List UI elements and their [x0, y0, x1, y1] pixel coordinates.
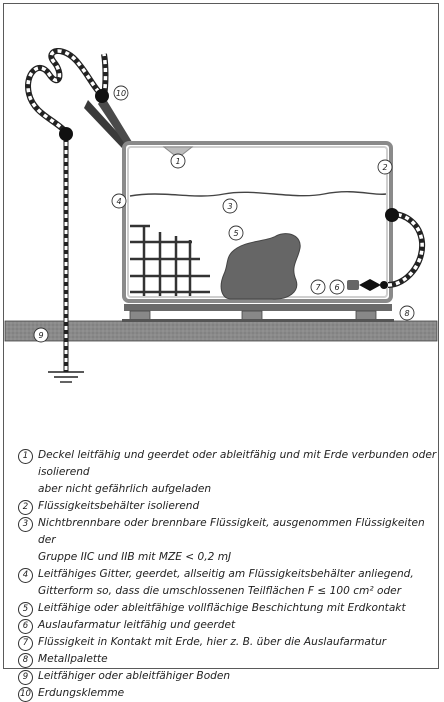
legend-item: 6 Auslaufarmatur leitfähig und geerdet: [18, 617, 438, 634]
callout-7: 7: [310, 279, 326, 295]
outlet-ground-cable: [387, 211, 426, 288]
callout-4: 4: [111, 193, 127, 209]
callout-label: 9: [38, 331, 43, 340]
legend-item: 9 Leitfähiger oder ableitfähiger Boden: [18, 668, 438, 685]
legend-line: Flüssigkeit in Kontakt mit Erde, hier z.…: [38, 636, 387, 648]
container-lid: [162, 146, 194, 159]
legend-number: 10: [18, 687, 33, 702]
conductive-floor: [4, 320, 438, 342]
legend-text: Auslaufarmatur leitfähig und geerdet: [38, 617, 438, 634]
callout-2: 2: [377, 159, 393, 175]
legend-number: 2: [18, 500, 33, 515]
outlet-fitting-icon: [347, 279, 388, 291]
legend-line: Gruppe IIC und IIB mit MZE < 0,2 mJ: [38, 551, 232, 563]
callout-label: 6: [334, 283, 339, 292]
legend-line: Metallpalette: [38, 653, 108, 665]
legend-number: 3: [18, 517, 33, 532]
legend-number: 1: [18, 449, 33, 464]
legend-line: Auslaufarmatur leitfähig und geerdet: [38, 619, 236, 631]
legend-line: Leitfähiges Gitter, geerdet, allseitig a…: [38, 568, 414, 580]
grounding-diagram: 1 2 3 4 5 6 7 8 9 10: [4, 48, 438, 383]
callout-1: 1: [170, 153, 186, 169]
callout-label: 3: [227, 202, 232, 211]
callout-label: 7: [315, 283, 321, 292]
callout-group: 1 2 3 4 5 6 7 8 9 10: [33, 85, 415, 343]
legend-line: Erdungsklemme: [38, 687, 125, 699]
rod-junction-dot: [59, 127, 73, 141]
legend-number: 4: [18, 568, 33, 583]
legend-item: 3 Nichtbrennbare oder brennbare Flüssigke…: [18, 515, 438, 566]
callout-3: 3: [222, 198, 238, 214]
legend-number: 9: [18, 670, 33, 685]
callout-9: 9: [33, 327, 49, 343]
callout-label: 1: [175, 157, 180, 166]
legend-text: Deckel leitfähig und geerdet oder ableit…: [38, 447, 438, 498]
legend-item: 8 Metallpalette: [18, 651, 438, 668]
legend-line: Gitterform so, dass die umschlossenen Te…: [38, 585, 402, 597]
callout-label: 10: [116, 89, 126, 98]
legend-text: Metallpalette: [38, 651, 438, 668]
callout-label: 8: [404, 309, 409, 318]
legend-text: Leitfähiges Gitter, geerdet, allseitig a…: [38, 566, 438, 600]
legend-item: 2 Flüssigkeitsbehälter isolierend: [18, 498, 438, 515]
legend-text: Leitfähiger oder ableitfähiger Boden: [38, 668, 438, 685]
legend-item: 5 Leitfähige oder ableitfähige vollflächi…: [18, 600, 438, 617]
callout-10: 10: [113, 85, 129, 101]
callout-6: 6: [329, 279, 345, 295]
legend-line: Deckel leitfähig und geerdet oder ableit…: [38, 449, 437, 478]
conductive-grid: [130, 224, 210, 296]
legend-item: 1 Deckel leitfähig und geerdet oder ablei…: [18, 447, 438, 498]
ground-cable: [25, 48, 106, 135]
legend-item: 4 Leitfähiges Gitter, geerdet, allseitig …: [18, 566, 438, 600]
legend-line: Leitfähige oder ableitfähige vollflächig…: [38, 602, 406, 614]
callout-8: 8: [399, 305, 415, 321]
metal-pallet: [122, 304, 394, 322]
liquid-surface: [129, 191, 387, 197]
legend-text: Flüssigkeitsbehälter isolierend: [38, 498, 438, 515]
legend-line: aber nicht gefährlich aufgeladen: [38, 483, 212, 495]
legend-number: 6: [18, 619, 33, 634]
legend-number: 8: [18, 653, 33, 668]
earth-symbol-icon: [48, 371, 84, 383]
callout-label: 4: [116, 197, 121, 206]
grounding-clamp-icon: [84, 89, 132, 148]
conductive-coating: [220, 233, 301, 300]
legend-number: 7: [18, 636, 33, 651]
legend-text: Nichtbrennbare oder brennbare Flüssigkei…: [38, 515, 438, 566]
legend-line: Nichtbrennbare oder brennbare Flüssigkei…: [38, 517, 425, 546]
callout-label: 5: [233, 229, 238, 238]
callout-5: 5: [228, 225, 244, 241]
legend: 1 Deckel leitfähig und geerdet oder ablei…: [18, 447, 438, 702]
legend-item: 7 Flüssigkeit in Kontakt mit Erde, hier z…: [18, 634, 438, 651]
legend-text: Leitfähige oder ableitfähige vollflächig…: [38, 600, 438, 617]
legend-item: 10 Erdungsklemme: [18, 685, 438, 702]
callout-label: 2: [382, 163, 387, 172]
legend-line: Leitfähiger oder ableitfähiger Boden: [38, 670, 231, 682]
legend-text: Flüssigkeit in Kontakt mit Erde, hier z.…: [38, 634, 438, 651]
legend-text: Erdungsklemme: [38, 685, 438, 702]
legend-number: 5: [18, 602, 33, 617]
legend-line: Flüssigkeitsbehälter isolierend: [38, 500, 200, 512]
